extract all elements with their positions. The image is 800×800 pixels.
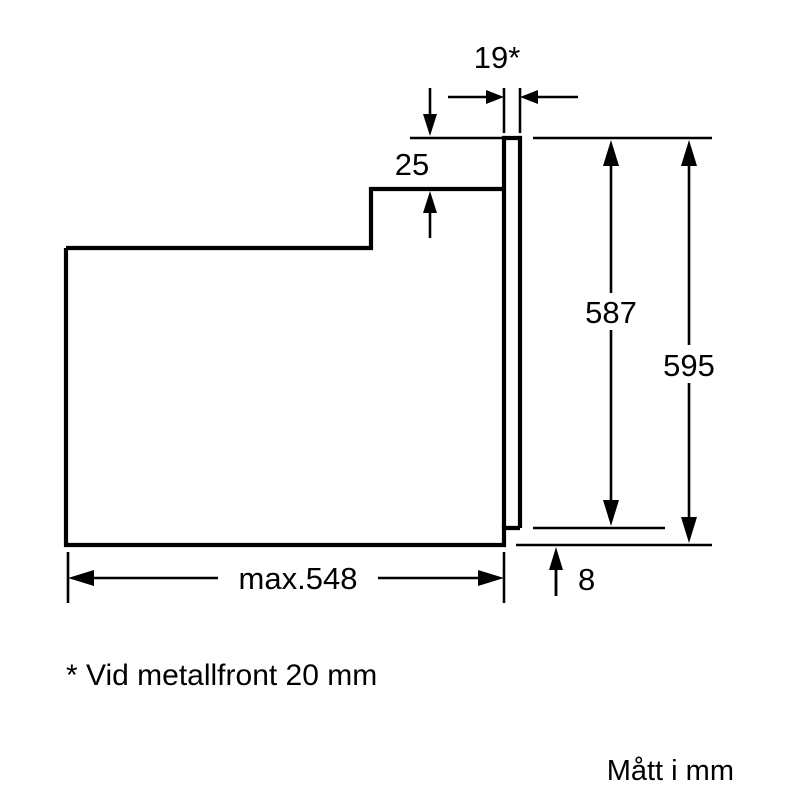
arrow-head-595-top — [681, 140, 697, 166]
dimension-19: 19* — [448, 40, 578, 104]
dimension-8: 8 — [549, 547, 595, 597]
dimension-587: 587 — [585, 140, 637, 526]
arrow-head-595-bottom — [681, 517, 697, 543]
arrow-head-19-left — [486, 90, 504, 104]
arrow-head-587-top — [603, 140, 619, 166]
arrow-head-25-lower — [423, 191, 437, 213]
arrow-head-587-bottom — [603, 500, 619, 526]
appliance-body-outline — [63, 248, 520, 548]
arrow-head-548-left — [68, 570, 94, 586]
front-panel-outline — [501, 135, 523, 528]
arrow-head-548-right — [478, 570, 504, 586]
arrow-head-25-upper — [423, 114, 437, 136]
dim-label-19: 19* — [474, 40, 521, 75]
footnote-text: * Vid metallfront 20 mm — [66, 659, 377, 692]
arrow-head-19-right — [520, 90, 538, 104]
dimension-595: 595 — [663, 140, 715, 543]
dim-label-595: 595 — [663, 348, 715, 383]
dimension-25: 25 — [395, 88, 437, 238]
dim-label-25: 25 — [395, 147, 429, 182]
appliance-body-top-step — [66, 186, 504, 251]
dim-label-548: max.548 — [239, 561, 358, 596]
dim-label-587: 587 — [585, 295, 637, 330]
units-text: Mått i mm — [607, 755, 734, 787]
dim-label-8: 8 — [578, 562, 595, 597]
dimension-548: max.548 — [68, 561, 504, 596]
arrow-head-8 — [549, 547, 563, 570]
